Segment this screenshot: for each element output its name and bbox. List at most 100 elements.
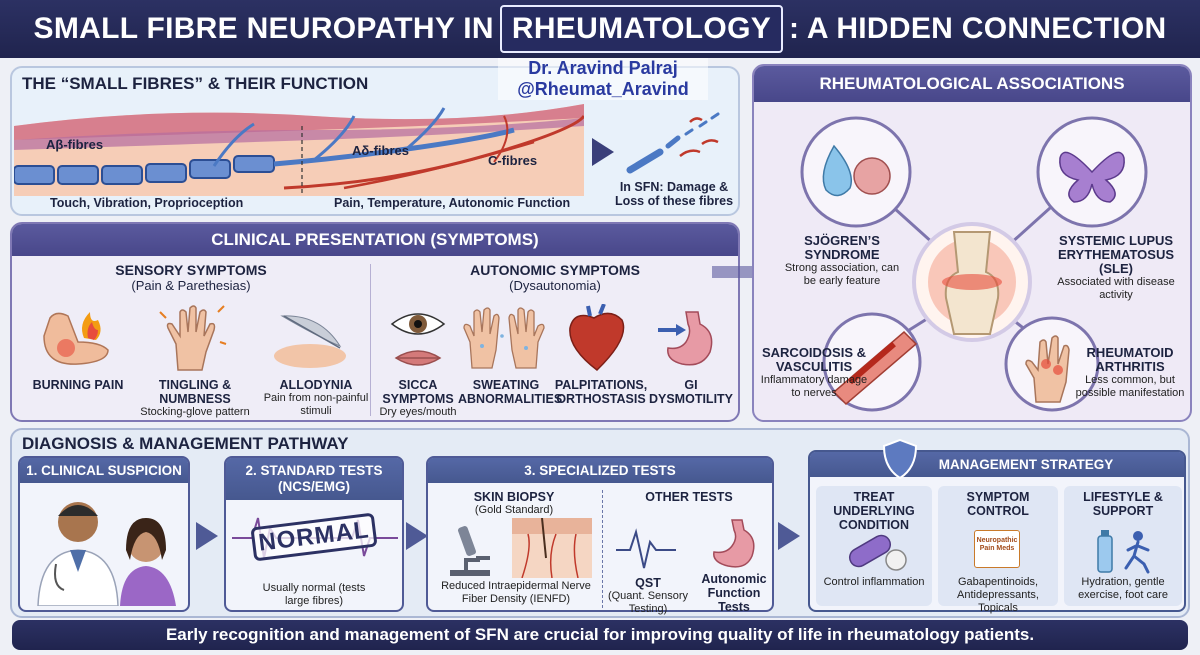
lifestyle-card: LIFESTYLE & SUPPORT Hydration, gentle ex… — [1064, 486, 1182, 606]
title-post: : A HIDDEN CONNECTION — [789, 12, 1167, 45]
symptom-control-title: SYMPTOM CONTROL — [966, 490, 1030, 518]
shield-icon — [882, 438, 918, 480]
pill-box: Neuropathic Pain Meds — [974, 530, 1020, 568]
symptom-label: PALPITATIONS, ORTHOSTASIS — [554, 378, 648, 406]
biopsy-header: SKIN BIOPSY (Gold Standard) — [428, 490, 600, 517]
sweating-hands-icon — [463, 307, 545, 369]
treat-card: TREAT UNDERLYING CONDITION Control infla… — [816, 486, 932, 606]
ab-function: Touch, Vibration, Proprioception — [50, 196, 244, 210]
qst-title: QST — [635, 576, 661, 590]
sjogren-card: SJÖGREN’S SYNDROME Strong association, c… — [782, 234, 902, 288]
symptom-item: PALPITATIONS, ORTHOSTASIS — [554, 378, 648, 406]
other-tests-title: OTHER TESTS — [645, 490, 733, 504]
step3-title: 3. SPECIALIZED TESTS — [428, 458, 772, 483]
tingling-hand-icon — [159, 305, 227, 371]
symptom-label: SWEATING ABNORMALITIES — [458, 378, 563, 406]
damaged-fibre-icon — [626, 112, 720, 174]
sarcoid-desc: Inflammatory damage to nerves — [760, 374, 868, 399]
autonomic-sub: (Dysautonomia) — [509, 278, 601, 293]
associations-panel: RHEUMATOLOGICAL ASSOCIATIONS SJÖGREN’S S… — [752, 64, 1192, 422]
step-standard-tests: 2. STANDARD TESTS (NCS/EMG) NORMAL Usual… — [224, 456, 404, 612]
author-credit: Dr. Aravind Palraj @Rheumat_Aravind — [498, 58, 708, 100]
tests-divider — [602, 490, 603, 608]
step-clinical-suspicion: 1. CLINICAL SUSPICION — [18, 456, 190, 612]
ra-desc: Less common, but possible manifestation — [1075, 374, 1185, 399]
title-pre: SMALL FIBRE NEUROPATHY IN — [33, 12, 494, 45]
lifestyle-title: LIFESTYLE & SUPPORT — [1083, 490, 1163, 518]
symptom-sub: Stocking-glove pattern — [140, 406, 250, 418]
pill-box-label: Neuropathic Pain Meds — [976, 537, 1018, 552]
symptom-control-card: SYMPTOM CONTROL Neuropathic Pain Meds Ga… — [938, 486, 1058, 614]
author-handle: @Rheumat_Aravind — [517, 79, 689, 99]
step2-note: Usually normal (tests large fibres) — [262, 582, 366, 607]
symptom-item: BURNING PAIN — [28, 378, 128, 392]
microscope-icon — [450, 526, 490, 576]
biopsy-title: SKIN BIOPSY — [473, 490, 555, 504]
flow-arrow — [196, 522, 218, 550]
symptom-item: SWEATING ABNORMALITIES — [458, 378, 563, 406]
pill-icon — [848, 534, 907, 571]
damage-arrow — [592, 138, 614, 166]
damage-note: In SFN: Damage & Loss of these fibres — [614, 180, 734, 208]
qst-label: QST (Quant. Sensory Testing) — [606, 576, 690, 616]
flow-arrow — [778, 522, 800, 550]
ad-fibre-label: Aδ-fibres — [352, 143, 410, 158]
step2-title: 2. STANDARD TESTS (NCS/EMG) — [226, 458, 402, 500]
management-strategy: MANAGEMENT STRATEGY TREAT UNDERLYING CON… — [808, 438, 1186, 614]
doctor-patient-icon — [37, 502, 176, 606]
sensory-sub: (Pain & Parethesias) — [131, 278, 251, 293]
management-title: MANAGEMENT STRATEGY — [810, 452, 1184, 477]
sensory-title: SENSORY SYMPTOMS — [115, 262, 267, 278]
symptom-item: GI DYSMOTILITY — [644, 378, 738, 406]
section-divider — [370, 264, 371, 416]
symptom-control-note: Gabapentinoids, Antidepressants, Topical… — [957, 576, 1039, 614]
sjogren-name: SJÖGREN’S SYNDROME — [804, 233, 880, 262]
stomach-icon — [658, 311, 713, 366]
symptom-label: GI DYSMOTILITY — [648, 378, 734, 406]
symptom-label: TINGLING & NUMBNESS — [158, 378, 232, 406]
diagnosis-title: DIAGNOSIS & MANAGEMENT PATHWAY — [22, 434, 349, 453]
nerve-illustration — [14, 104, 584, 196]
sarcoid-card: SARCOIDOSIS & VASCULITIS Inflammatory da… — [758, 346, 870, 400]
fibres-title: THE “SMALL FIBRES” & THEIR FUNCTION — [22, 74, 369, 93]
clinical-panel: CLINICAL PRESENTATION (SYMPTOMS) SENSORY… — [10, 222, 740, 422]
treat-title: TREAT UNDERLYING CONDITION — [833, 490, 915, 532]
management-title-text: MANAGEMENT STRATEGY — [938, 457, 1114, 472]
flow-arrow — [406, 522, 428, 550]
biopsy-note: Reduced Intraepidermal Nerve Fiber Densi… — [441, 580, 591, 605]
c-fibre-label: C-fibres — [488, 153, 538, 168]
symptom-label: ALLODYNIA — [279, 378, 353, 392]
skin-layers-icon — [512, 518, 592, 578]
symptom-item: TINGLING & NUMBNESS Stocking-glove patte… — [128, 378, 262, 419]
title-highlight: RHEUMATOLOGY — [499, 5, 784, 53]
symptom-label: BURNING PAIN — [32, 378, 124, 392]
page-title: SMALL FIBRE NEUROPATHY IN RHEUMATOLOGY :… — [0, 0, 1200, 58]
symptom-item: SICCA SYMPTOMS Dry eyes/mouth — [376, 378, 460, 419]
eye-mouth-icon — [390, 313, 446, 366]
lifestyle-note: Hydration, gentle exercise, foot care — [1078, 576, 1168, 601]
footer-banner: Early recognition and management of SFN … — [12, 620, 1188, 650]
sensory-header: SENSORY SYMPTOMS (Pain & Parethesias) — [12, 262, 370, 293]
ra-card: RHEUMATOID ARTHRITIS Less common, but po… — [1070, 346, 1190, 400]
autonomic-title: AUTONOMIC SYMPTOMS — [470, 262, 640, 278]
symptom-sub: Pain from non-painful stimuli — [263, 392, 369, 417]
sjogren-desc: Strong association, can be early feature — [784, 262, 900, 287]
associations-title: RHEUMATOLOGICAL ASSOCIATIONS — [754, 66, 1190, 102]
step1-title: 1. CLINICAL SUSPICION — [20, 458, 188, 483]
author-name: Dr. Aravind Palraj — [528, 58, 678, 78]
burning-foot-icon — [43, 312, 109, 365]
feather-icon — [274, 315, 346, 368]
step-specialized-tests: 3. SPECIALIZED TESTS SKIN BIOPSY (Gold S… — [426, 456, 774, 615]
autonomic-tests-label: Autonomic Function Tests — [701, 572, 767, 614]
sle-card: SYSTEMIC LUPUS ERYTHEMATOSUS (SLE) Assoc… — [1042, 234, 1190, 302]
symptom-sub: Dry eyes/mouth — [379, 406, 457, 418]
symptom-label: SICCA SYMPTOMS — [382, 378, 454, 406]
bottle-runner-icon — [1097, 530, 1150, 574]
biopsy-sub: (Gold Standard) — [474, 504, 554, 516]
sarcoid-name: SARCOIDOSIS & VASCULITIS — [761, 345, 866, 374]
qst-sub: (Quant. Sensory Testing) — [607, 590, 689, 615]
sle-name: SYSTEMIC LUPUS ERYTHEMATOSUS (SLE) — [1057, 233, 1175, 276]
ab-fibre-label: Aβ-fibres — [46, 137, 104, 152]
sle-desc: Associated with disease activity — [1057, 276, 1175, 301]
diagnosis-panel: DIAGNOSIS & MANAGEMENT PATHWAY 1. CLINIC… — [10, 428, 1190, 618]
